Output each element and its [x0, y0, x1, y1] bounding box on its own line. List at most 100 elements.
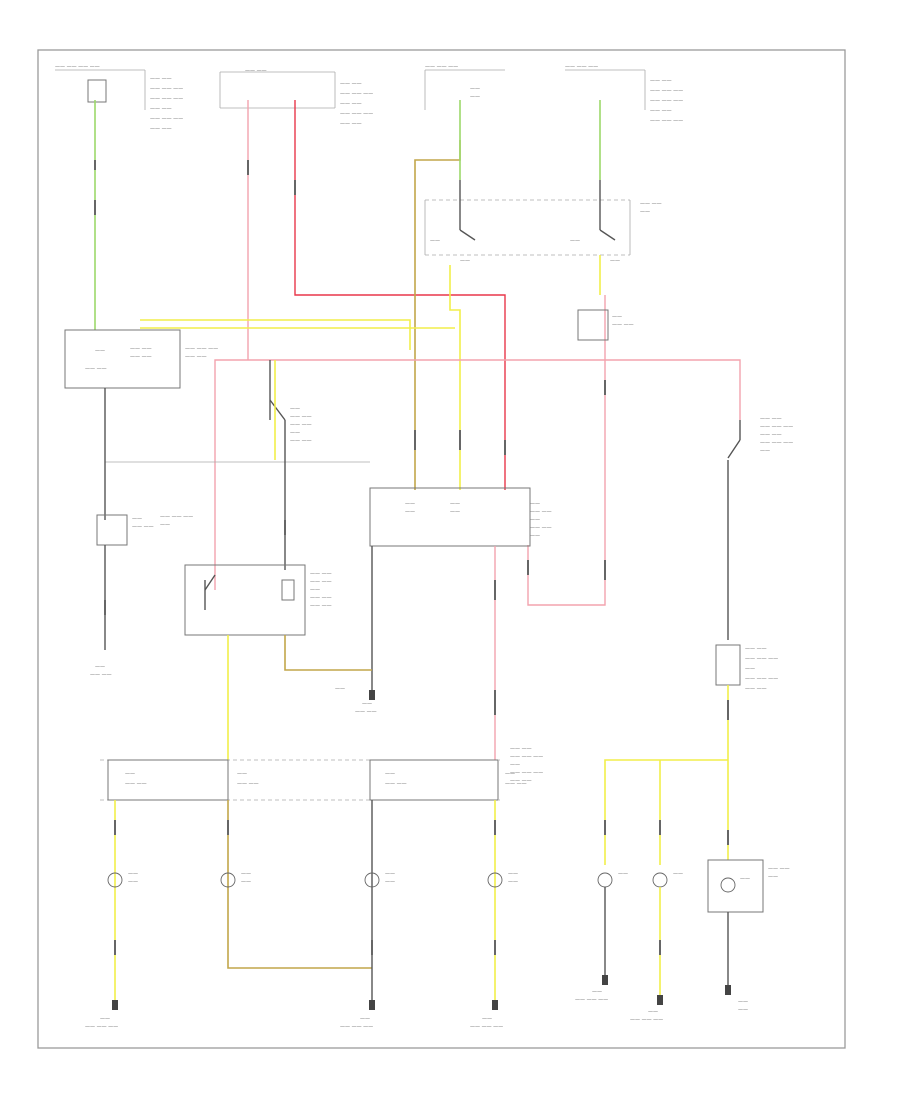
ground-3: ———— —— ——	[470, 1000, 503, 1030]
svg-text:—— ——: —— ——	[85, 366, 107, 372]
svg-text:—— ——: —— ——	[310, 603, 332, 609]
lamp-4: —— ——	[487, 871, 518, 888]
svg-text:——: ——	[570, 238, 580, 244]
hazard-relay: —— —— —— —— —— —— —— —— ——	[184, 564, 332, 636]
svg-text:——: ——	[125, 771, 135, 777]
wire-bottom-2	[227, 800, 372, 969]
svg-text:——: ——	[508, 871, 518, 877]
svg-text:——: ——	[740, 876, 750, 882]
svg-text:—— —— ——: —— —— ——	[510, 770, 543, 776]
wire-yellow-center	[449, 265, 461, 490]
svg-text:—— —— ——: —— —— ——	[85, 1024, 118, 1030]
svg-text:—— ——: —— ——	[185, 354, 207, 360]
svg-text:—— ——: —— ——	[760, 416, 782, 422]
svg-text:——: ——	[335, 686, 345, 692]
svg-text:——: ——	[241, 879, 251, 885]
svg-text:—— ——: —— ——	[150, 76, 172, 82]
svg-text:—— —— ——: —— —— ——	[340, 91, 373, 97]
fuse-group-4: —— —— —— —— —— —— —— —— —— —— —— —— —— —…	[565, 64, 683, 124]
svg-text:——: ——	[530, 517, 540, 523]
svg-text:—— ——: —— ——	[640, 201, 662, 207]
svg-text:——: ——	[510, 762, 520, 768]
svg-text:——: ——	[160, 522, 170, 528]
svg-text:——: ——	[241, 871, 251, 877]
svg-text:——: ——	[95, 348, 105, 354]
svg-text:——: ——	[450, 509, 460, 515]
switch-left: —— —— —— —— —— —— ——	[96, 514, 193, 546]
svg-text:—— —— ——: —— —— ——	[575, 997, 608, 1003]
svg-text:——: ——	[362, 701, 372, 707]
svg-text:—— —— ——: —— —— ——	[425, 64, 458, 70]
brake-lamp-module: —— —— —— ——	[707, 859, 790, 913]
svg-text:——: ——	[470, 86, 480, 92]
svg-text:——: ——	[530, 501, 540, 507]
ground-2: ———— —— ——	[340, 1000, 375, 1030]
svg-text:—— —— ——: —— —— ——	[630, 1017, 663, 1023]
wire-pink-loop	[214, 359, 741, 590]
svg-text:—— —— ——: —— —— ——	[510, 754, 543, 760]
svg-text:——: ——	[450, 501, 460, 507]
svg-text:—— —— ——: —— —— ——	[160, 514, 193, 520]
svg-text:—— ——: —— ——	[130, 354, 152, 360]
svg-text:——: ——	[385, 871, 395, 877]
svg-text:——: ——	[460, 258, 470, 264]
svg-text:——: ——	[128, 879, 138, 885]
svg-text:——: ——	[592, 989, 602, 995]
lamp-3: ————	[364, 871, 395, 888]
svg-text:—— ——: —— ——	[237, 781, 259, 787]
ground-4: —— —— —— ——	[575, 975, 608, 1003]
svg-text:—— ——: —— ——	[310, 595, 332, 601]
svg-text:—— ——: —— ——	[290, 414, 312, 420]
svg-text:——: ——	[385, 771, 395, 777]
svg-text:—— —— ——: —— —— ——	[760, 424, 793, 430]
svg-text:—— ——: —— ——	[90, 672, 112, 678]
ground-5: —— —— —— ——	[630, 995, 663, 1023]
svg-text:—— ——: —— ——	[745, 646, 767, 652]
svg-text:—— —— —— ——: —— —— —— ——	[55, 64, 100, 70]
svg-text:—— —— ——: —— —— ——	[745, 656, 778, 662]
fuse-block-bottom: —— —— —— —— —— —— —— —— —— —— —— —— —— —…	[100, 746, 543, 801]
svg-text:—— ——: —— ——	[310, 579, 332, 585]
svg-text:——: ——	[508, 879, 518, 885]
ground-7	[369, 690, 375, 700]
svg-text:—— —— ——: —— —— ——	[760, 440, 793, 446]
svg-text:—— ——: —— ——	[245, 68, 267, 74]
wire-tan-center	[414, 140, 461, 490]
svg-text:——: ——	[405, 501, 415, 507]
switch-right-mid: —— —— ——	[577, 309, 634, 341]
svg-text:——: ——	[405, 509, 415, 515]
svg-text:—— ——: —— ——	[505, 781, 527, 787]
svg-text:—— —— ——: —— —— ——	[565, 64, 598, 70]
svg-text:——: ——	[673, 871, 683, 877]
combination-switch: —— —— —— —— —— —— —— ——	[105, 360, 370, 463]
svg-text:—— —— ——: —— —— ——	[340, 1024, 373, 1030]
svg-text:——: ——	[290, 406, 300, 412]
svg-text:—— ——: —— ——	[150, 106, 172, 112]
svg-text:—— —— ——: —— —— ——	[150, 96, 183, 102]
wire-yellow-top	[140, 319, 411, 350]
svg-text:—— —— ——: —— —— ——	[150, 86, 183, 92]
lamp-6: ——	[652, 871, 683, 888]
svg-text:—— ——: —— ——	[125, 781, 147, 787]
svg-text:——: ——	[640, 209, 650, 215]
wire-pink-right	[527, 295, 606, 606]
svg-text:——: ——	[768, 874, 778, 880]
svg-text:——: ——	[290, 430, 300, 436]
lamp-2: —— ——	[220, 871, 251, 888]
svg-text:——: ——	[648, 1009, 658, 1015]
svg-text:—— ——: —— ——	[340, 121, 362, 127]
light-switch: —— —— —— —— —— —— ——	[424, 180, 662, 264]
svg-text:—— ——: —— ——	[760, 432, 782, 438]
svg-text:—— ——: —— ——	[650, 108, 672, 114]
svg-text:——: ——	[738, 999, 748, 1005]
ground-6: ————	[725, 985, 748, 1013]
wire-yellow-branch	[604, 759, 728, 865]
svg-text:—— ——: —— ——	[290, 422, 312, 428]
svg-text:——: ——	[237, 771, 247, 777]
wire-tan-relay	[284, 635, 372, 671]
svg-text:——: ——	[128, 871, 138, 877]
svg-text:—— ——: —— ——	[530, 509, 552, 515]
svg-text:—— —— ——: —— —— ——	[185, 346, 218, 352]
svg-text:—— ——: —— ——	[150, 126, 172, 132]
svg-text:—— —— ——: —— —— ——	[150, 116, 183, 122]
